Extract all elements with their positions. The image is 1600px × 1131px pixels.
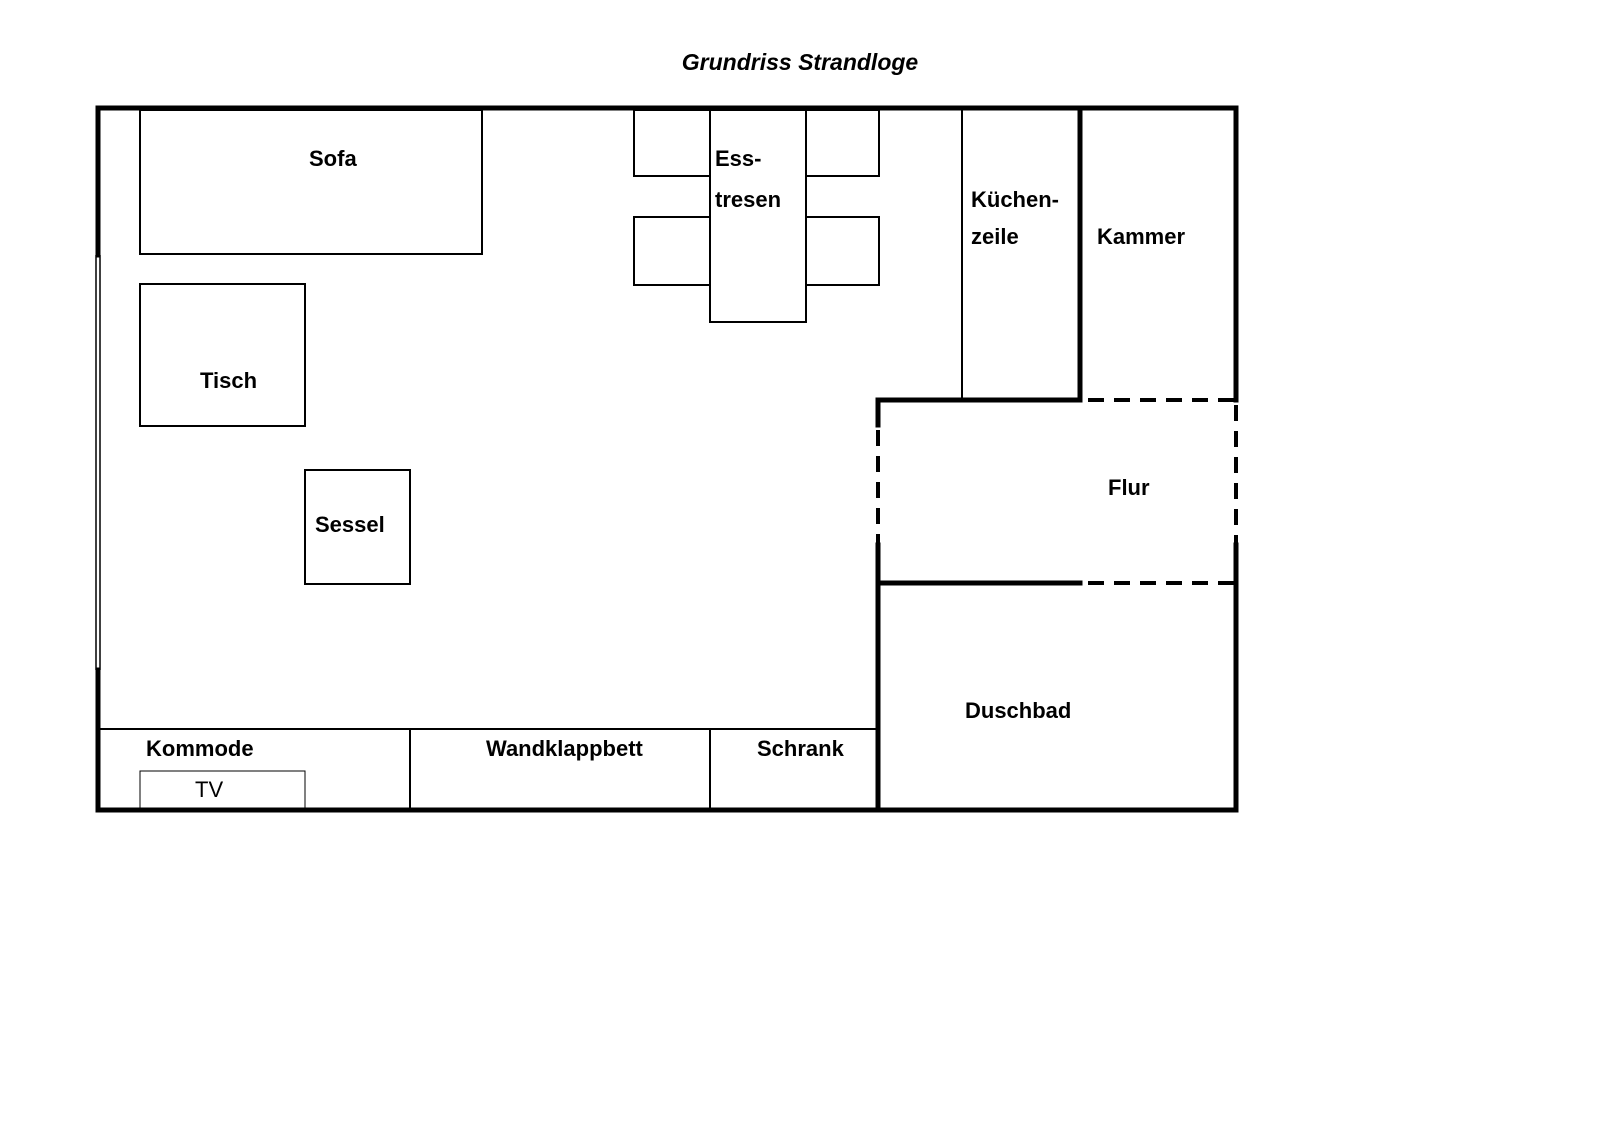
window-left	[95, 255, 101, 670]
label-duschbad: Duschbad	[965, 698, 1071, 723]
label-sessel: Sessel	[315, 512, 385, 537]
label-sofa: Sofa	[309, 146, 357, 171]
label-tisch: Tisch	[200, 368, 257, 393]
label-esstresen-2: tresen	[715, 187, 781, 212]
label-kammer: Kammer	[1097, 224, 1185, 249]
stool-1	[633, 109, 711, 177]
label-wandklappbett: Wandklappbett	[486, 736, 644, 761]
label-kuechenzeile-1: Küchen-	[971, 187, 1059, 212]
label-kommode: Kommode	[146, 736, 254, 761]
tv-shape	[139, 770, 306, 809]
table-shape	[139, 283, 306, 427]
sofa-shape	[139, 109, 483, 255]
label-kuechenzeile-2: zeile	[971, 224, 1019, 249]
label-schrank: Schrank	[757, 736, 845, 761]
furniture	[100, 109, 963, 809]
stool-4	[805, 216, 880, 286]
label-tv: TV	[195, 777, 223, 802]
labels: Sofa Ess- tresen Küchen- zeile Kammer Ti…	[146, 146, 1185, 802]
flur-openings	[876, 398, 1238, 585]
outer-walls	[95, 105, 1239, 813]
label-esstresen-1: Ess-	[715, 146, 761, 171]
plan-title: Grundriss Strandloge	[682, 49, 919, 75]
stool-2	[805, 109, 880, 177]
dining-counter-shape	[709, 109, 807, 323]
interior-walls	[875, 105, 1083, 813]
label-flur: Flur	[1108, 475, 1150, 500]
armchair-shape	[304, 469, 411, 585]
stool-3	[633, 216, 711, 286]
